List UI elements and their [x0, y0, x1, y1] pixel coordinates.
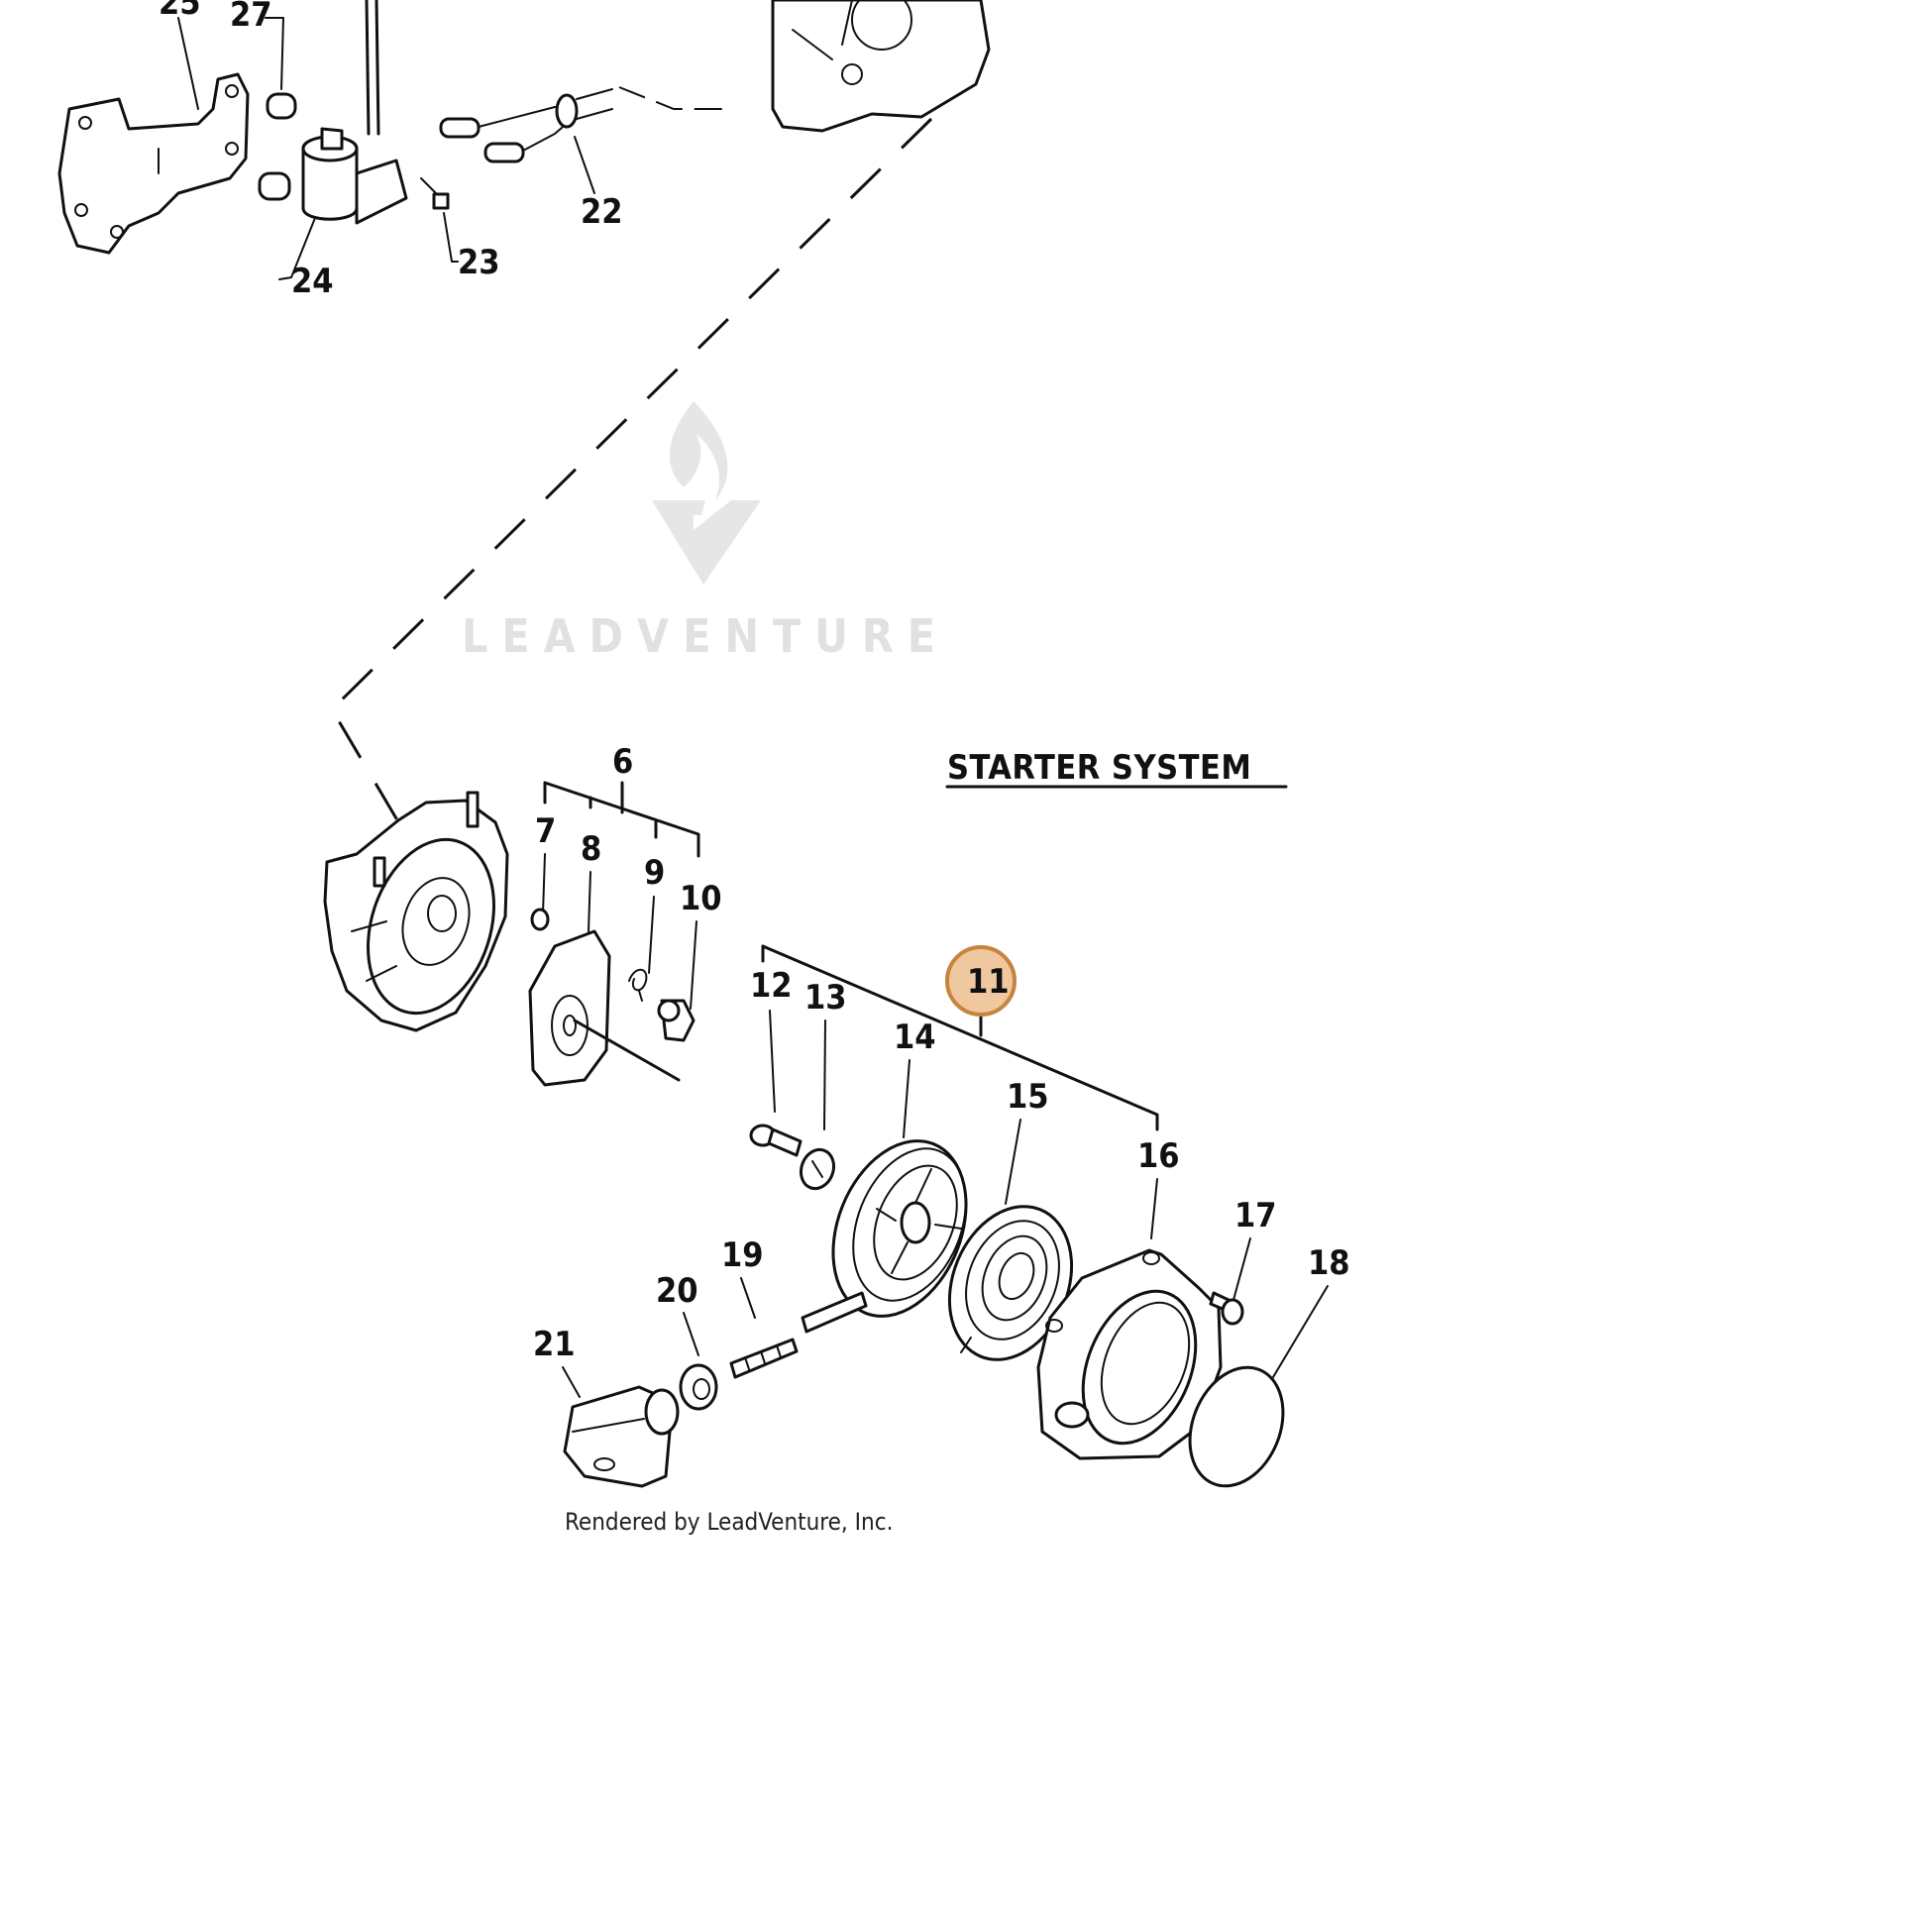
callout-19[interactable]: 19: [721, 1235, 764, 1275]
starter-pulley-ratchet: [528, 929, 681, 1087]
callout-9[interactable]: 9: [644, 853, 665, 893]
crankcase-top: [771, 0, 991, 133]
ratchet-clip: [530, 908, 550, 931]
render-credit: Rendered by LeadVenture, Inc.: [565, 1508, 893, 1536]
case-screw: [1209, 1291, 1244, 1326]
leader-7: [542, 853, 546, 914]
leader-18: [1269, 1285, 1329, 1383]
callout-15[interactable]: 15: [1007, 1077, 1049, 1117]
starter-washer: [799, 1147, 836, 1191]
leader-10: [690, 920, 697, 1010]
flywheel-housing: [323, 791, 509, 1032]
leader-16: [1150, 1178, 1158, 1239]
leader-13: [823, 1020, 826, 1130]
callout-13[interactable]: 13: [804, 978, 847, 1018]
ignition-screw: [420, 177, 450, 210]
leader-17: [1232, 1237, 1251, 1301]
callout-25[interactable]: 25: [159, 0, 201, 23]
highlight-marker-part-11[interactable]: [945, 945, 1017, 1017]
leader-8: [588, 871, 591, 932]
ratchet-spring: [628, 968, 648, 1002]
starter-reel: [831, 1139, 968, 1318]
leader-19: [740, 1277, 756, 1319]
ignition-bracket: [57, 72, 250, 255]
callout-7[interactable]: 7: [535, 811, 556, 851]
leader-21: [562, 1366, 581, 1398]
leader-27: [265, 17, 284, 90]
leader-25: [177, 17, 199, 110]
leader-14: [903, 1059, 910, 1138]
callout-14[interactable]: 14: [894, 1018, 936, 1057]
callout-16[interactable]: 16: [1137, 1136, 1180, 1176]
leader-15: [1005, 1119, 1021, 1205]
callout-21[interactable]: 21: [533, 1325, 576, 1364]
ratchet-pawl: [657, 999, 696, 1042]
starter-handle-grip: [563, 1385, 680, 1488]
ignition-spacer: [258, 92, 297, 201]
diagram-title: STARTER SYSTEM: [947, 748, 1251, 788]
leader-23: [443, 212, 459, 263]
callout-23[interactable]: 23: [458, 243, 500, 282]
starter-case: [1036, 1248, 1223, 1460]
starter-rope: [729, 1291, 868, 1379]
leader-24: [278, 217, 316, 280]
starter-bolt: [749, 1124, 803, 1157]
leader-22: [574, 136, 595, 194]
callout-6[interactable]: 6: [612, 742, 633, 782]
callout-11[interactable]: 11: [967, 962, 1010, 1002]
callout-8[interactable]: 8: [581, 829, 601, 869]
watermark-logo-icon: [652, 401, 761, 585]
callout-24[interactable]: 24: [291, 262, 334, 301]
callout-27[interactable]: 27: [230, 0, 272, 35]
leader-20: [683, 1312, 699, 1356]
callout-22[interactable]: 22: [581, 192, 623, 232]
leader-12: [769, 1010, 776, 1113]
ignition-coil: [301, 0, 408, 225]
bracket-11: [761, 944, 1159, 1131]
leader-9: [648, 896, 655, 974]
spark-plug-wire: [439, 86, 733, 163]
callout-20[interactable]: 20: [656, 1271, 698, 1311]
rope-guide: [679, 1363, 718, 1411]
callout-10[interactable]: 10: [680, 879, 722, 918]
callout-17[interactable]: 17: [1234, 1196, 1277, 1235]
assembly-link-dashed-line: [330, 117, 933, 853]
watermark-text: LEADVENTURE: [462, 609, 949, 663]
starter-gasket: [1188, 1365, 1285, 1488]
callout-18[interactable]: 18: [1308, 1243, 1350, 1283]
callout-12[interactable]: 12: [750, 966, 793, 1006]
